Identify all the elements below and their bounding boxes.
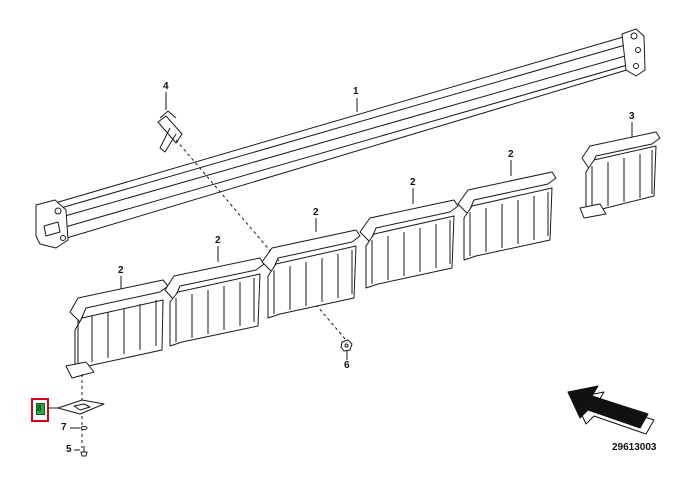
end-guard-segment xyxy=(579,131,661,219)
callout-3: 3 xyxy=(629,111,635,122)
callout-2-e: 2 xyxy=(118,265,124,276)
leader-lines xyxy=(120,92,633,360)
guard-segment-2 xyxy=(164,257,265,347)
diagram-reference-number: 29613003 xyxy=(612,442,657,453)
guard-segment-5 xyxy=(457,171,557,261)
callout-5: 5 xyxy=(66,444,72,455)
callout-2-d: 2 xyxy=(215,235,221,246)
callout-4: 4 xyxy=(163,81,169,92)
travel-direction-arrow-icon xyxy=(567,385,655,435)
plate-8 xyxy=(46,399,105,415)
guard-segment-1 xyxy=(65,279,169,379)
nut-6 xyxy=(340,339,353,352)
selected-callout-8[interactable]: 8 xyxy=(31,398,49,422)
bent-pin xyxy=(157,110,183,153)
selected-part-icon xyxy=(36,403,45,415)
bolt-5 xyxy=(74,446,88,457)
callout-2-a: 2 xyxy=(508,149,514,160)
callout-7: 7 xyxy=(61,422,67,433)
callout-2-b: 2 xyxy=(410,177,416,188)
cutter-bar-beam xyxy=(35,28,646,249)
guard-segment-3 xyxy=(261,229,361,319)
guard-segment-4 xyxy=(359,199,459,289)
callout-1: 1 xyxy=(353,86,359,97)
assembly-line-4-6 xyxy=(175,139,347,341)
washer-7 xyxy=(70,426,88,430)
callout-2-c: 2 xyxy=(313,207,319,218)
callout-6: 6 xyxy=(344,360,350,371)
callout-8: 8 xyxy=(37,404,42,413)
